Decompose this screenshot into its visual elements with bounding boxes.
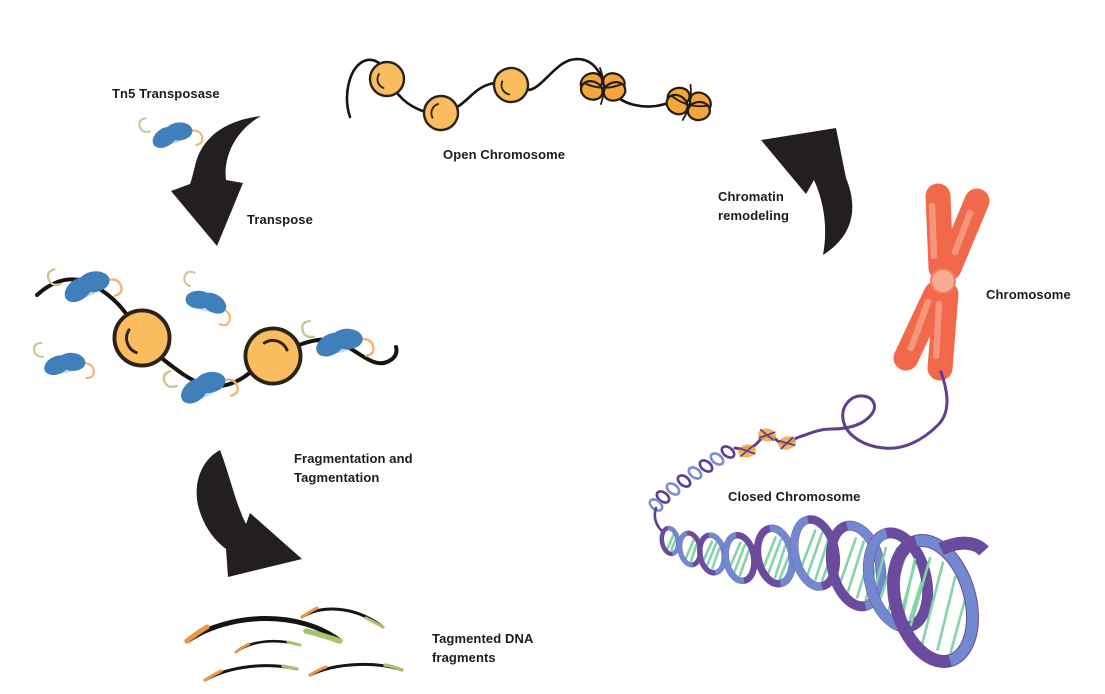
tn5-transposase-icon (173, 269, 242, 328)
nucleosome-bead (415, 87, 467, 139)
chromatin-remodeling-label: Chromatin remodeling (718, 188, 789, 225)
tagmented-dna-label: Tagmented DNA fragments (432, 630, 533, 667)
tn5-transposase-label: Tn5 Transposase (112, 86, 220, 101)
tagmented-dna-fragments-illustration (184, 606, 404, 682)
chromatin-remodeling-line1: Chromatin (718, 189, 784, 204)
nucleosome-bead (232, 315, 314, 397)
open-chromosome-label: Open Chromosome (443, 147, 566, 162)
condensed-nucleosome-cluster (576, 66, 630, 106)
thread-nucleosome (775, 433, 799, 453)
dna-helix-illustration (659, 515, 989, 668)
chromosome-label: Chromosome (986, 287, 1071, 302)
nucleosome-bead (112, 308, 172, 368)
tagmented-fragment (300, 606, 385, 629)
condensed-nucleosome-cluster (658, 78, 719, 128)
tagmented-dna-line1: Tagmented DNA (432, 631, 534, 646)
transpose-arrow (171, 116, 261, 246)
transposase-bound-dna-illustration (32, 247, 399, 420)
centromere (930, 268, 956, 294)
tn5-transposase-icon (136, 102, 205, 161)
chromatin-coil (648, 445, 736, 512)
dna-helix-loop (753, 524, 797, 588)
chromatin-remodeling-arrow (761, 128, 853, 255)
tagmented-fragment (203, 664, 299, 682)
closed-chromosome-label: Closed Chromosome (728, 489, 861, 504)
tagmented-dna-line2: fragments (432, 649, 496, 665)
dna-helix-tail (938, 536, 989, 556)
nucleosome-bead (490, 64, 532, 106)
tagmented-fragment (308, 662, 404, 677)
transpose-label: Transpose (247, 212, 313, 227)
open-chromosome-illustration (345, 57, 719, 139)
fragmentation-line2: Tagmentation (294, 469, 380, 485)
dna-helix-loop (887, 534, 979, 668)
dna-helix-loop (659, 525, 681, 557)
fragmentation-arrow (196, 450, 302, 577)
fragmentation-line1: Fragmentation and (294, 451, 413, 466)
dna-helix-loop (722, 531, 758, 585)
tn5-transposase-icon (32, 335, 96, 386)
tagmented-fragment (234, 639, 302, 654)
nucleosome-bead (368, 60, 406, 98)
chromatin-remodeling-line2: remodeling (718, 207, 790, 223)
chromosome-illustration (893, 183, 990, 381)
chromatin-fibre (648, 370, 949, 534)
tn5-transposase-icon (299, 306, 377, 371)
tagmented-fragment (184, 616, 343, 644)
fragmentation-label: Fragmentation and Tagmentation (294, 450, 413, 487)
bound-dna-string (35, 277, 399, 389)
